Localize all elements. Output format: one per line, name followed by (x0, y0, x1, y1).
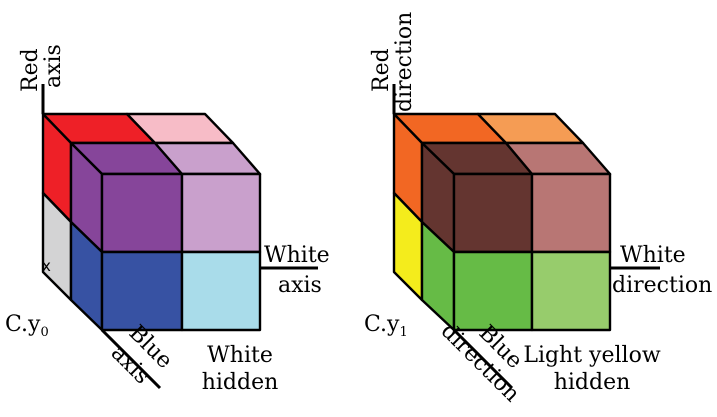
left-cube: Red axis White axis Blue axis White hidd… (5, 44, 330, 395)
left-origin-x-mark: x (42, 257, 51, 275)
right-hidden-label: Light yellow (523, 343, 660, 368)
right-blue-direction-line (452, 328, 514, 390)
left-hidden-label: White (207, 343, 273, 368)
left-white-axis-label: White (264, 243, 330, 268)
right-cy-subscript: 1 (399, 325, 407, 340)
left-front-bottom-right-face (180, 250, 262, 332)
left-front-top-left-face (100, 172, 184, 254)
right-red-direction-label-2: direction (392, 12, 417, 112)
right-red-direction-label: Red (369, 48, 394, 92)
left-cy-label: C.y0 (5, 312, 49, 340)
left-hidden-label-2: hidden (202, 370, 279, 395)
left-cy-subscript: 0 (40, 325, 48, 340)
right-front-bottom-left-face (452, 250, 534, 332)
left-red-axis-label-2: axis (41, 44, 66, 88)
left-cy-main: C.y (5, 312, 41, 337)
right-cy-main: C.y (364, 312, 400, 337)
right-hidden-label-2: hidden (554, 370, 631, 395)
right-front-bottom-right-face (530, 250, 612, 332)
right-front-top-left-face (452, 172, 534, 254)
left-blue-axis-line (100, 328, 162, 390)
left-red-axis-label: Red (18, 48, 43, 92)
right-white-direction-label: White (620, 243, 686, 268)
right-front-top-right-face (530, 172, 612, 254)
right-cube: Red direction White direction Blue direc… (364, 12, 712, 407)
right-cy-label: C.y1 (364, 312, 408, 340)
left-white-axis-label-2: axis (278, 273, 322, 298)
left-front-top-right-face (180, 172, 262, 254)
left-front-bottom-left-face (100, 250, 184, 332)
right-white-direction-label-2: direction (612, 273, 712, 298)
